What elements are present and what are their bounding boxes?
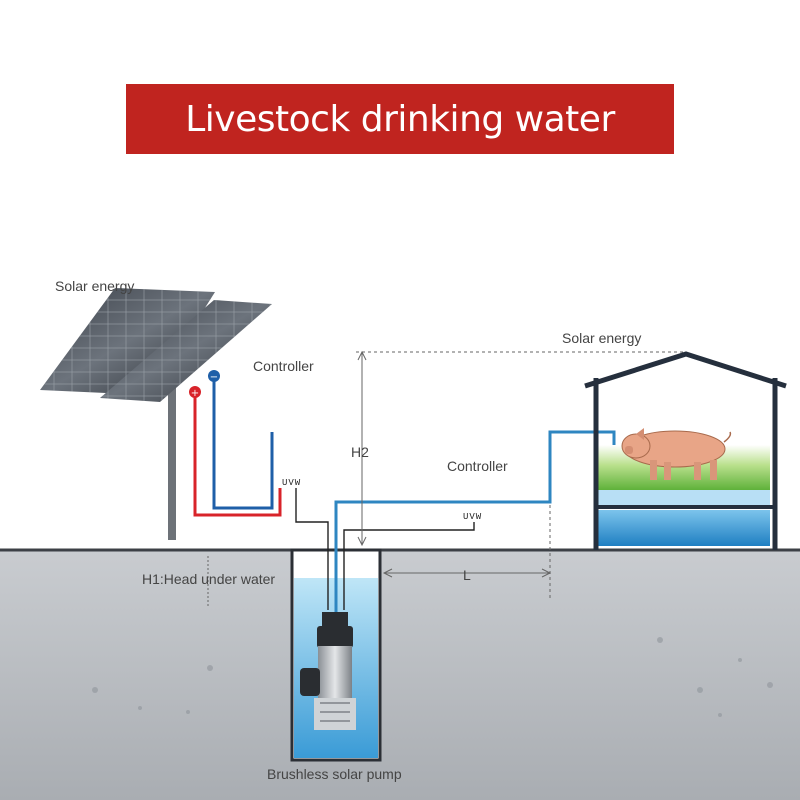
negative-terminal (208, 370, 220, 382)
positive-sign: + (191, 388, 199, 399)
water-pipe (334, 430, 616, 612)
ground (0, 548, 800, 800)
h2-label: H2 (351, 444, 369, 460)
l-label: L (463, 567, 471, 583)
h1-label: H1:Head under water (142, 571, 275, 587)
positive-terminal (189, 386, 201, 398)
submersible-pump-icon (300, 612, 356, 730)
dimension-lines (207, 350, 686, 606)
wires (193, 378, 475, 610)
solar-energy-label-right: Solar energy (562, 330, 641, 346)
pig-icon (621, 428, 732, 480)
uvw-label-1: UVW (282, 478, 301, 488)
title-banner: Livestock drinking water (126, 84, 674, 154)
uvw-label-2: UVW (463, 512, 482, 522)
pump-label: Brushless solar pump (267, 766, 402, 782)
controller-label-left: Controller (253, 358, 314, 374)
solar-panel-icon (40, 288, 272, 540)
controller-label-right: Controller (447, 458, 508, 474)
solar-energy-label-left: Solar energy (55, 278, 134, 294)
negative-sign: − (210, 372, 218, 383)
